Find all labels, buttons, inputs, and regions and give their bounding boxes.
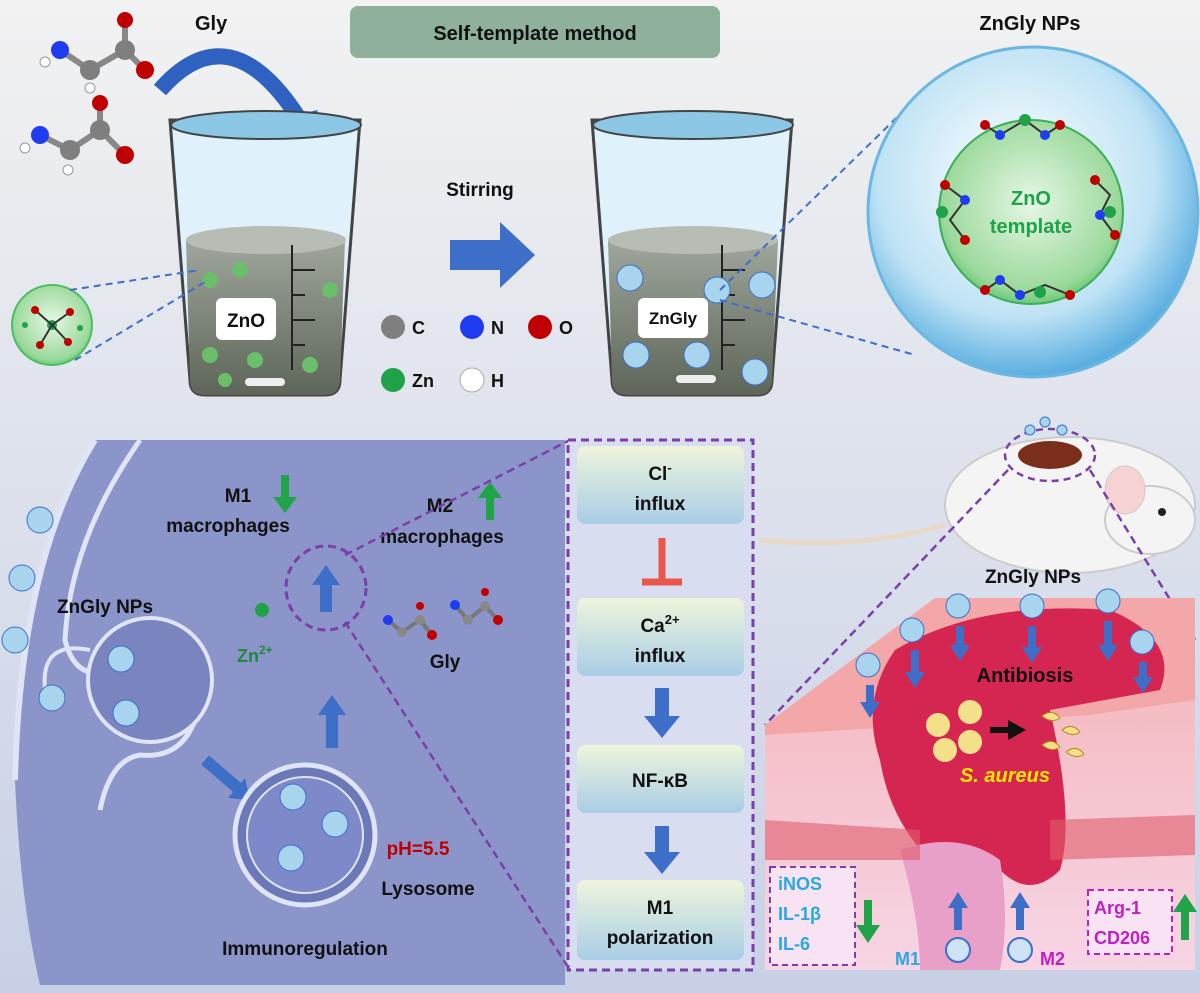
step-ca-line2: influx [635, 646, 686, 667]
top-section: Self-template method [11, 6, 1200, 397]
m2-markers-up-arrow [1173, 894, 1197, 912]
glycine-molecule-1 [39, 12, 154, 94]
atom-legend: C N O Zn H [381, 315, 573, 393]
zoom-circle [284, 544, 368, 632]
zno-particle-zoom [11, 284, 93, 366]
endosome [86, 616, 214, 744]
template-label-line1: ZnO [1011, 188, 1051, 210]
pour-arrow [153, 48, 307, 125]
method-banner-text: Self-template method [433, 23, 636, 45]
antibiosis-label: Antibiosis [977, 665, 1074, 687]
step-cl-influx [577, 446, 744, 524]
m2-markers-box [1087, 889, 1173, 955]
beaker-zno [168, 110, 362, 397]
ph-label: pH=5.5 [387, 839, 450, 860]
m2-cell-label: M2 [1040, 949, 1065, 969]
step-cl-line2: influx [635, 494, 686, 515]
immuno-label: Immunoregulation [222, 939, 388, 960]
legend-dot-zn [381, 368, 405, 392]
beaker-zngly [590, 110, 794, 397]
wound-nps-label: ZnGly NPs [985, 567, 1081, 588]
legend-label-o: O [559, 318, 573, 338]
m2-macrophages-line2: macrophages [380, 527, 504, 548]
m1-macrophages-line1: M1 [225, 486, 252, 507]
stirring-arrow [450, 222, 535, 288]
m1-marker-il6: IL-6 [778, 934, 810, 954]
template-label-line2: template [990, 216, 1072, 238]
legend-label-c: C [412, 318, 425, 338]
stirring-label: Stirring [446, 180, 514, 201]
zn-ion-dot [255, 603, 269, 617]
step-ca-influx [577, 598, 744, 676]
legend-dot-c [381, 315, 405, 339]
legend-dot-o [528, 315, 552, 339]
cell-glycine [383, 588, 503, 640]
m1-markers-box [769, 866, 856, 966]
step-m1-polarization [577, 880, 744, 960]
pathway-panel: Cl- influx Ca2+ influx NF-κB M1 polariza… [566, 438, 755, 972]
np-arrows [855, 588, 1155, 718]
step-m1-line2: polarization [607, 928, 714, 949]
m2-macrophage [1007, 937, 1033, 963]
lysosome-label: Lysosome [381, 879, 474, 900]
m1-macrophage [945, 937, 971, 963]
legend-label-h: H [491, 371, 504, 391]
m1-macrophages-line2: macrophages [166, 516, 290, 537]
m1-marker-il1b: IL-1β [778, 904, 821, 924]
glycine-molecule-2 [19, 95, 134, 176]
m1-marker-inos: iNOS [778, 874, 822, 894]
step-ca-line1: Ca2+ [640, 612, 680, 637]
step-nfkb [577, 745, 744, 813]
beaker-zngly-label: ZnGly [649, 309, 698, 328]
legend-dot-h [459, 367, 485, 393]
zn-ion-label: Zn2+ [237, 643, 273, 666]
legend-label-zn: Zn [412, 371, 434, 391]
legend-label-n: N [491, 318, 504, 338]
m2-marker-arg1: Arg-1 [1094, 898, 1141, 918]
wound-bed [872, 608, 1165, 885]
cell-gly-label: Gly [430, 652, 461, 673]
step-m1-line1: M1 [647, 898, 674, 919]
bacteria-label: S. aureus [960, 765, 1050, 787]
np-title: ZnGly NPs [979, 13, 1080, 35]
step-cl-line1: Cl- [648, 460, 671, 485]
gly-top-label: Gly [195, 13, 228, 35]
cell-panel: ZnGly NPs pH=5.5 Lysosome Immunoregulati… [1, 438, 565, 985]
m2-marker-cd206: CD206 [1094, 928, 1150, 948]
cell-nps-label: ZnGly NPs [57, 597, 153, 618]
beaker-zno-label: ZnO [227, 311, 265, 332]
wound-spot [1018, 441, 1082, 469]
wound-panel: ZnGly NPs Antibiosis [759, 416, 1197, 970]
step-nfkb-label: NF-κB [632, 771, 688, 792]
m1-cell-label: M1 [895, 949, 920, 969]
method-banner [350, 6, 720, 58]
zngly-np-sphere [866, 45, 1200, 379]
bacteria-cluster [926, 700, 1085, 762]
m1-markers-down-arrow [856, 925, 880, 943]
legend-dot-n [460, 315, 484, 339]
